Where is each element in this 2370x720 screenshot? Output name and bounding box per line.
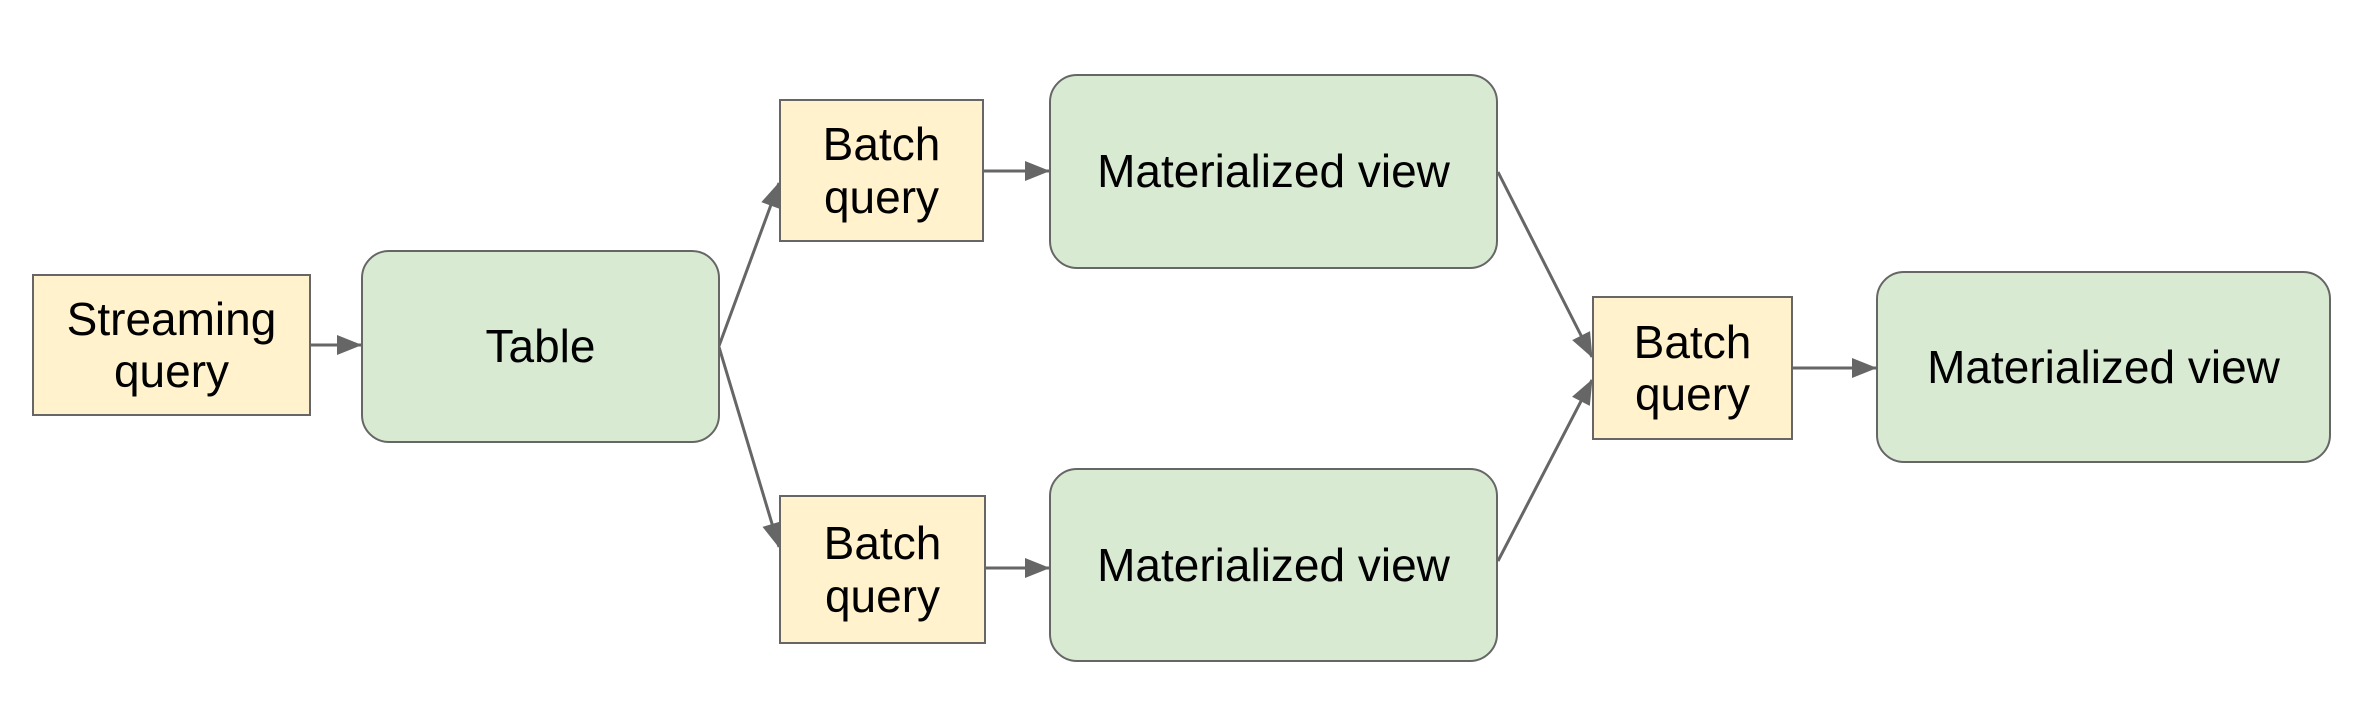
node-materialized-view-bottom: Materialized view [1049,468,1498,662]
edge-table-to-batch-query-bottom [717,346,782,548]
node-batch-query-bottom: Batch query [779,495,986,644]
node-materialized-view-right: Materialized view [1876,271,2331,463]
node-table: Table [361,250,720,443]
node-batch-query-right: Batch query [1592,296,1793,440]
node-materialized-view-top: Materialized view [1049,74,1498,269]
edge-table-to-batch-query-top [717,182,781,347]
edge-mv-bottom-to-batch-query-right [1496,379,1594,562]
edge-mv-top-to-batch-query-right [1496,171,1594,358]
node-batch-query-top: Batch query [779,99,984,242]
node-streaming-query: Streaming query [32,274,311,416]
